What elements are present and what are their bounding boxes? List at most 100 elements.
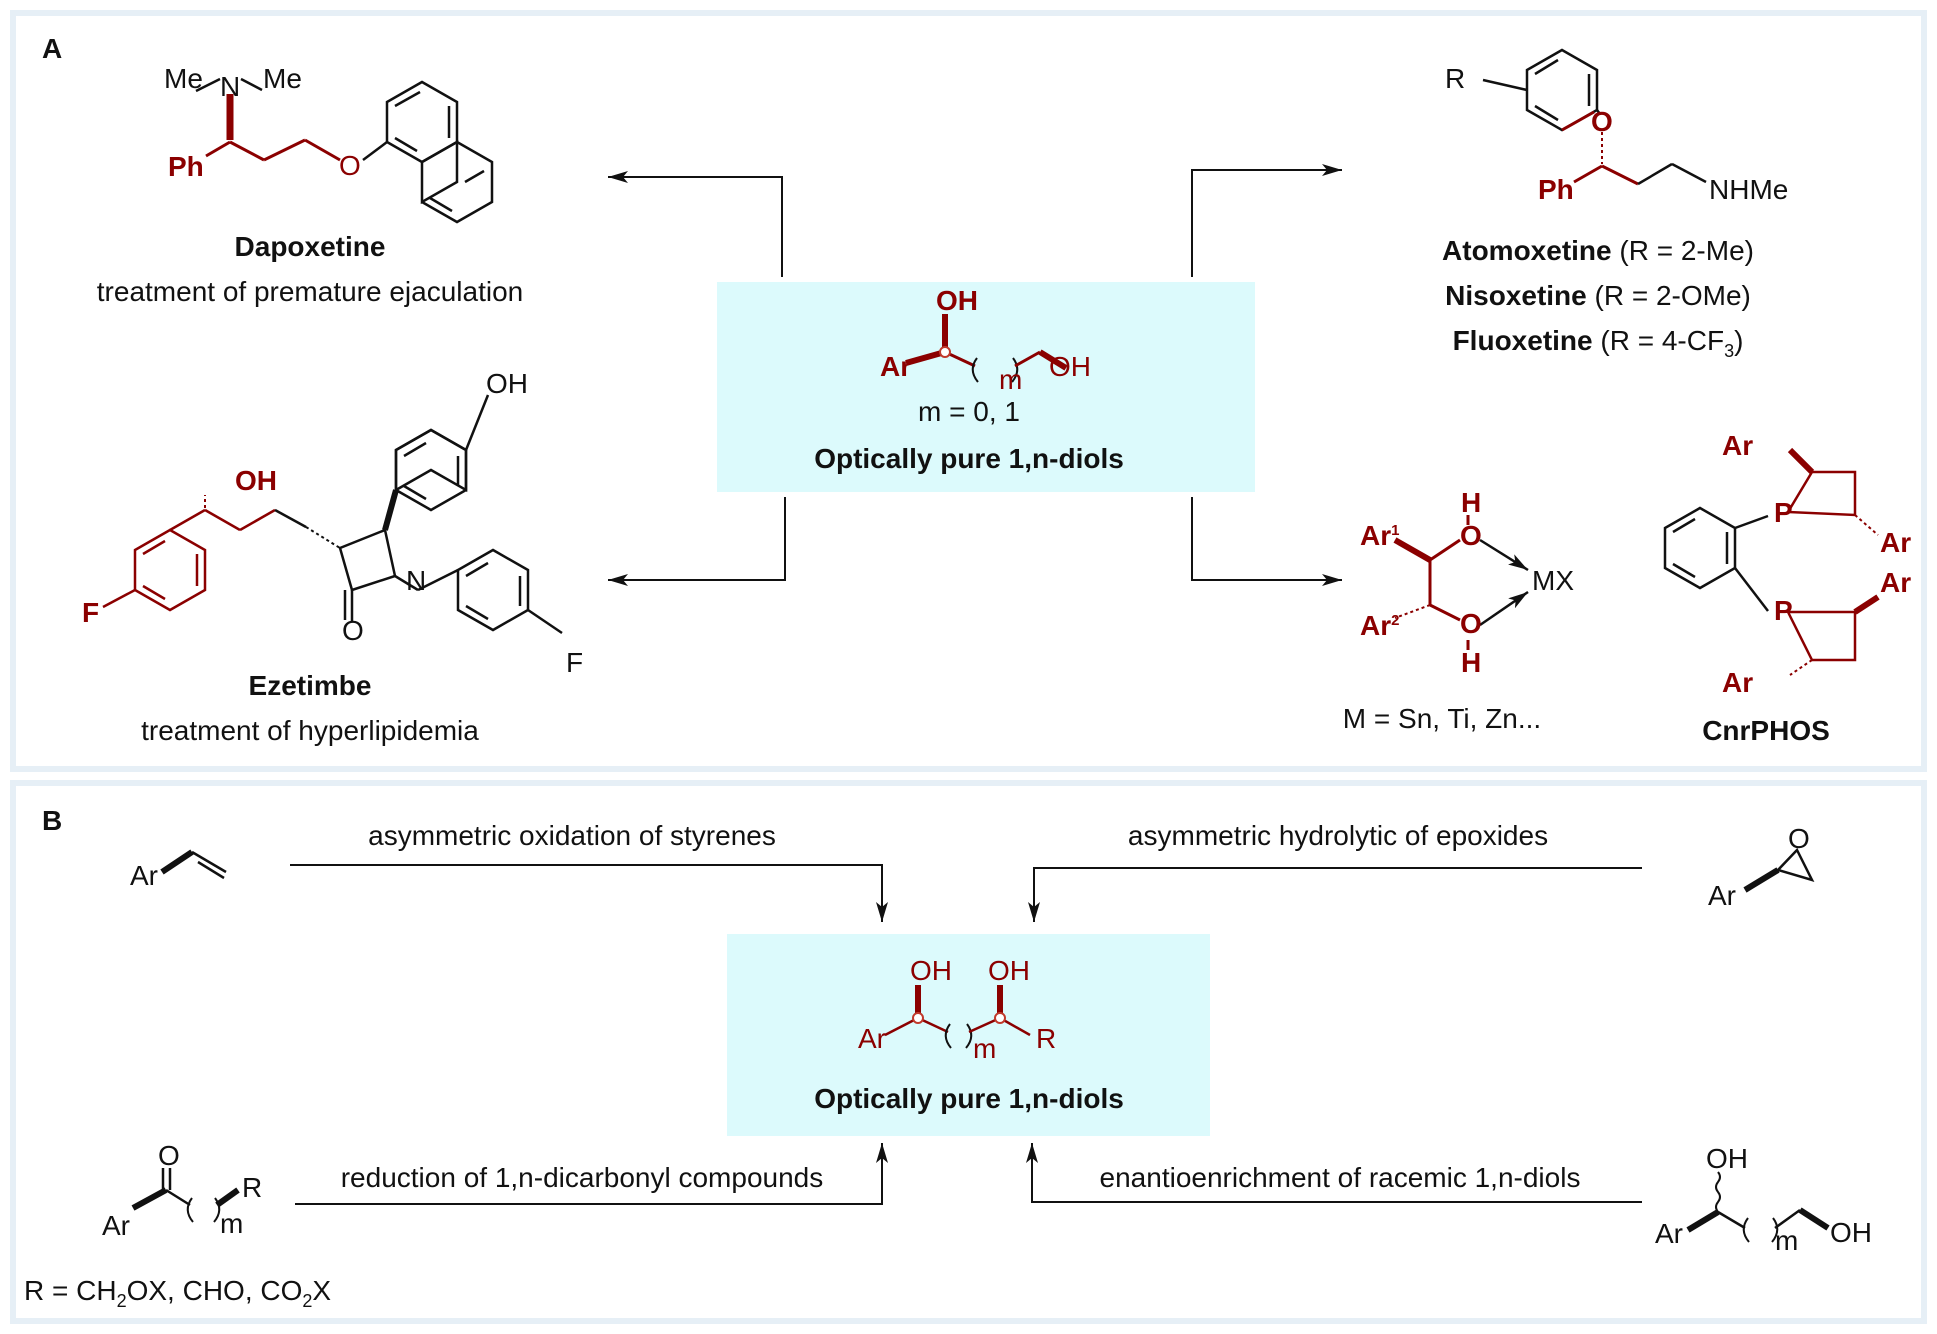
cnrphos-name: CnrPHOS bbox=[1702, 715, 1830, 746]
dicarbonyl-ar: Ar bbox=[102, 1210, 130, 1241]
racemic-diol-structure: OH Ar m OH bbox=[1655, 1143, 1872, 1256]
dapoxetine-me1: Me bbox=[164, 63, 203, 94]
panel-b-label: B bbox=[42, 805, 62, 836]
arrow-to-atomoxetine bbox=[1191, 164, 1342, 277]
r-def-sub2: 2 bbox=[302, 1291, 312, 1311]
nisoxetine-r-def: (R = 2-OMe) bbox=[1587, 280, 1751, 311]
racemic-m: m bbox=[1775, 1225, 1798, 1256]
center-diol-structure-b: OH OH Ar m R Optically pure 1,n-diols bbox=[814, 955, 1124, 1114]
route-enantioenrichment-label: enantioenrichment of racemic 1,n-diols bbox=[1100, 1162, 1581, 1193]
atomoxetine-r: R bbox=[1445, 63, 1465, 94]
fluoxetine-line: Fluoxetine (R = 4-CF3) bbox=[1453, 325, 1744, 361]
complex-ar1: Ar1 bbox=[1360, 520, 1399, 551]
ezetimbe-name: Ezetimbe bbox=[249, 670, 372, 701]
arrow-to-ezetimbe bbox=[608, 497, 786, 586]
center-a-ar: Ar bbox=[880, 351, 911, 382]
fluoxetine-name: Fluoxetine bbox=[1453, 325, 1593, 356]
atomoxetine-line: Atomoxetine (R = 2-Me) bbox=[1442, 235, 1754, 266]
epoxide-structure: O Ar bbox=[1708, 823, 1815, 911]
complex-ar1-text: Ar bbox=[1360, 520, 1391, 551]
r-def-sub1: 2 bbox=[117, 1291, 127, 1311]
center-box-b bbox=[727, 934, 1210, 1136]
epoxide-ar: Ar bbox=[1708, 880, 1736, 911]
complex-ar2-text: Ar bbox=[1360, 610, 1391, 641]
center-diol-structure-a: OH Ar m OH m = 0, 1 Optically pure 1,n-d… bbox=[814, 285, 1124, 474]
complex-caption: M = Sn, Ti, Zn... bbox=[1343, 703, 1541, 734]
ezetimbe-o: O bbox=[342, 615, 364, 646]
ezetimbe-structure: OH OH F N O F Ezetimbe treatment of hype… bbox=[82, 368, 583, 746]
atomoxetine-structure: R O Ph NHMe Atomoxetine (R = 2-Me) Nisox… bbox=[1442, 48, 1788, 361]
r-definition: R = CH2OX, CHO, CO2X bbox=[24, 1275, 331, 1311]
complex-o2: O bbox=[1460, 608, 1482, 639]
racemic-oh-top: OH bbox=[1706, 1143, 1748, 1174]
cnrphos-ar-a: Ar bbox=[1722, 430, 1753, 461]
fluoxetine-r-def: (R = 4-CF bbox=[1593, 325, 1724, 356]
ezetimbe-use: treatment of hyperlipidemia bbox=[141, 715, 479, 746]
ezetimbe-f1: F bbox=[82, 597, 99, 628]
dapoxetine-name: Dapoxetine bbox=[235, 231, 386, 262]
cnrphos-p1: P bbox=[1774, 497, 1793, 528]
r-def-part2: OX, CHO, CO bbox=[127, 1275, 303, 1306]
fluoxetine-post: ) bbox=[1734, 325, 1743, 356]
center-b-ar: Ar bbox=[858, 1023, 886, 1054]
complex-mx: MX bbox=[1532, 565, 1574, 596]
center-box-a bbox=[717, 282, 1255, 492]
ezetimbe-f2: F bbox=[566, 647, 583, 678]
center-b-title: Optically pure 1,n-diols bbox=[814, 1083, 1124, 1114]
ezetimbe-oh-top: OH bbox=[486, 368, 528, 399]
atomoxetine-o: O bbox=[1591, 106, 1613, 137]
cnrphos-ar-d: Ar bbox=[1722, 667, 1753, 698]
dicarbonyl-structure: O R Ar m R = CH2OX, CHO, CO2X bbox=[24, 1140, 331, 1311]
route-hydrolysis-label: asymmetric hydrolytic of epoxides bbox=[1128, 820, 1548, 851]
dicarbonyl-m: m bbox=[220, 1208, 243, 1239]
center-a-oh: OH bbox=[936, 285, 978, 316]
arrow-oxidation bbox=[290, 864, 888, 922]
epoxide-o: O bbox=[1788, 823, 1810, 854]
complex-h2: H bbox=[1461, 647, 1481, 678]
cnrphos-ar-b: Ar bbox=[1880, 527, 1911, 558]
fluoxetine-sub: 3 bbox=[1724, 341, 1734, 361]
atomoxetine-ph: Ph bbox=[1538, 174, 1574, 205]
r-def-part3: X bbox=[312, 1275, 331, 1306]
center-a-oh2: OH bbox=[1049, 351, 1091, 382]
dapoxetine-use: treatment of premature ejaculation bbox=[97, 276, 523, 307]
cnrphos-structure: Ar Ar Ar Ar P P CnrPHOS bbox=[1663, 430, 1911, 746]
diol-complex-structure: Ar1 Ar2 H O O H MX M = Sn, Ti, Zn... bbox=[1343, 487, 1575, 734]
racemic-ar: Ar bbox=[1655, 1218, 1683, 1249]
r-def-part1: R = CH bbox=[24, 1275, 117, 1306]
nisoxetine-line: Nisoxetine (R = 2-OMe) bbox=[1445, 280, 1751, 311]
dicarbonyl-o: O bbox=[158, 1140, 180, 1171]
center-a-m-values: m = 0, 1 bbox=[918, 396, 1020, 427]
arrow-to-complex bbox=[1191, 497, 1342, 586]
center-b-oh2: OH bbox=[988, 955, 1030, 986]
cnrphos-p2: P bbox=[1774, 595, 1793, 626]
arrow-enantioenrichment bbox=[1026, 1143, 1642, 1203]
center-a-title: Optically pure 1,n-diols bbox=[814, 443, 1124, 474]
dapoxetine-n: N bbox=[220, 71, 240, 102]
styrene-structure: Ar bbox=[130, 849, 227, 891]
arrow-to-dapoxetine bbox=[608, 171, 783, 277]
complex-ar2-sup: 2 bbox=[1391, 612, 1399, 629]
arrows-panel-a bbox=[608, 164, 1342, 586]
atomoxetine-name: Atomoxetine bbox=[1442, 235, 1612, 266]
cnrphos-ar-c: Ar bbox=[1880, 567, 1911, 598]
route-reduction-label: reduction of 1,n-dicarbonyl compounds bbox=[341, 1162, 824, 1193]
dicarbonyl-r: R bbox=[242, 1172, 262, 1203]
dapoxetine-o: O bbox=[339, 150, 361, 181]
ezetimbe-n: N bbox=[406, 565, 426, 596]
center-a-m: m bbox=[999, 364, 1022, 395]
atomoxetine-r-def: (R = 2-Me) bbox=[1612, 235, 1754, 266]
arrow-reduction bbox=[295, 1143, 888, 1205]
ezetimbe-oh: OH bbox=[235, 465, 277, 496]
route-oxidation-label: asymmetric oxidation of styrenes bbox=[368, 820, 776, 851]
center-b-m: m bbox=[973, 1033, 996, 1064]
complex-ar1-sup: 1 bbox=[1391, 522, 1399, 539]
complex-o1: O bbox=[1460, 520, 1482, 551]
complex-h1: H bbox=[1461, 487, 1481, 518]
arrow-hydrolysis bbox=[1028, 867, 1642, 922]
arrows-panel-b bbox=[290, 864, 1642, 1205]
nisoxetine-name: Nisoxetine bbox=[1445, 280, 1587, 311]
complex-ar2: Ar2 bbox=[1360, 610, 1399, 641]
center-b-r: R bbox=[1036, 1023, 1056, 1054]
